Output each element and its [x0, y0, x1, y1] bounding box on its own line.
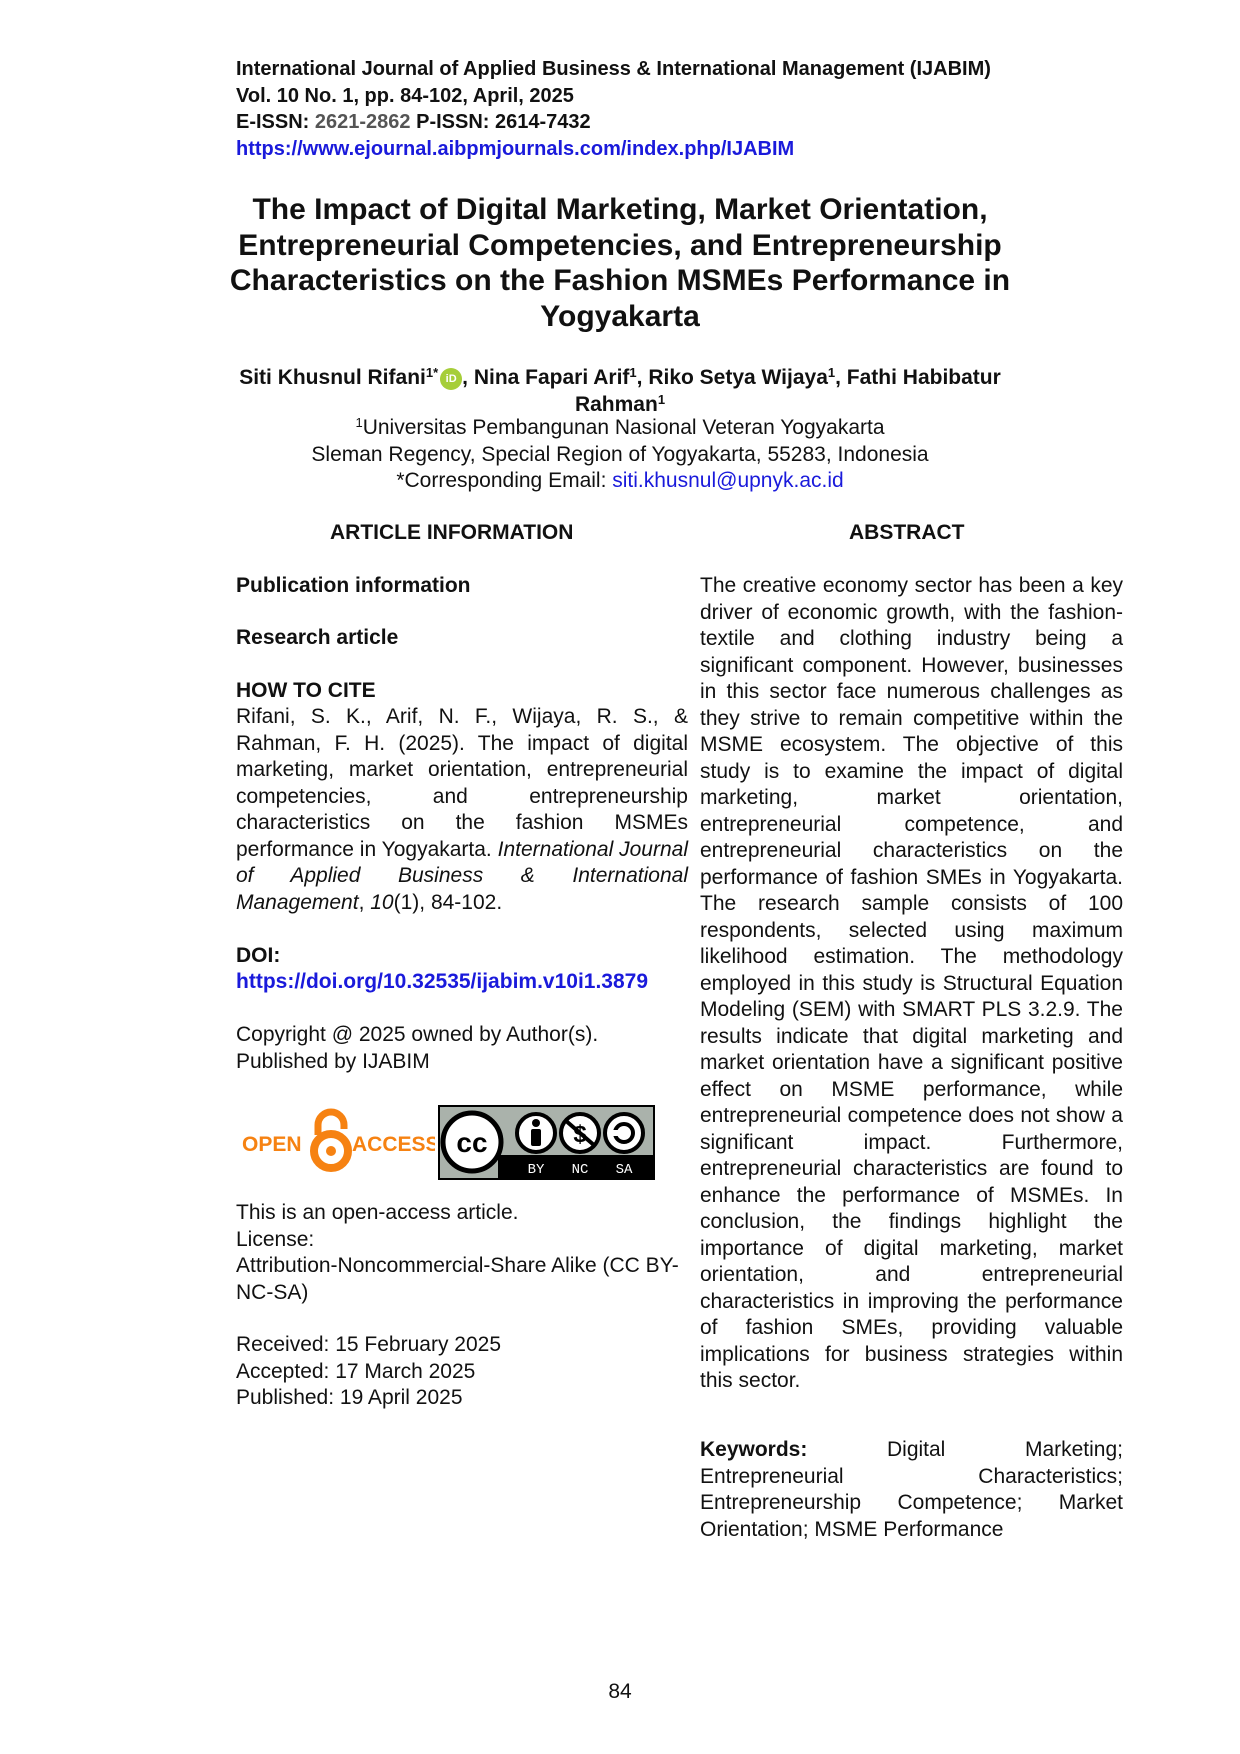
- university: 1Universitas Pembangunan Nasional Vetera…: [220, 415, 1020, 442]
- cc-label-nc: NC: [572, 1162, 589, 1178]
- author-3-sup: 1: [827, 365, 836, 380]
- author-2: , Nina Fapari Arif: [462, 366, 630, 389]
- citation-text: Rifani, S. K., Arif, N. F., Wijaya, R. S…: [236, 704, 688, 916]
- cc-label-sa: SA: [616, 1162, 633, 1178]
- address: Sleman Regency, Special Region of Yogyak…: [311, 442, 929, 466]
- citation-journal: International Journal of Applied Busines…: [236, 837, 688, 914]
- cc-by-nc-sa-badge[interactable]: cc $ BY NC SA: [438, 1105, 655, 1180]
- author-3: , Riko Setya Wijaya: [636, 366, 828, 389]
- issn-line: E-ISSN: 2621-2862 P-ISSN: 2614-7432: [236, 109, 991, 136]
- eissn-value: 2621-2862: [314, 111, 411, 133]
- citation-body: Rifani, S. K., Arif, N. F., Wijaya, R. S…: [236, 705, 688, 861]
- published-date: Published: 19 April 2025: [236, 1386, 463, 1409]
- orcid-icon[interactable]: iD: [440, 368, 463, 390]
- open-access-statement: This is an open-access article.: [236, 1201, 519, 1224]
- svg-text:cc: cc: [456, 1127, 487, 1158]
- article-type: Research article: [236, 626, 399, 649]
- abstract-text: The creative economy sector has been a k…: [700, 574, 1123, 1392]
- accepted-date: Accepted: 17 March 2025: [236, 1359, 476, 1383]
- open-access-access-text: ACCESS: [352, 1133, 435, 1156]
- page-number: 84: [608, 1680, 632, 1703]
- journal-header: International Journal of Applied Busines…: [236, 56, 991, 162]
- open-access-open-text: OPEN: [242, 1133, 302, 1156]
- affiliation-block: 1Universitas Pembangunan Nasional Vetera…: [220, 415, 1020, 495]
- citation-issue-pages: (1), 84-102.: [393, 890, 503, 914]
- license-name: Attribution-Noncommercial-Share Alike (C…: [236, 1254, 679, 1304]
- author-4: , Fathi Habibatur Rahman: [574, 366, 1001, 416]
- citation-comma: ,: [358, 890, 371, 914]
- nc-dollar-icon: $: [559, 1112, 601, 1154]
- email-link[interactable]: siti.khusnul@upnyk.ac.id: [612, 469, 844, 492]
- paper-title: The Impact of Digital Marketing, Market …: [229, 193, 1011, 333]
- author-1-sup: 1*: [425, 365, 439, 380]
- how-to-cite-heading: HOW TO CITE: [236, 679, 376, 702]
- open-access-logo: OPEN ACCESS: [240, 1105, 440, 1175]
- citation-volume: 10: [370, 890, 394, 914]
- author-1: Siti Khusnul Rifani: [239, 366, 426, 389]
- journal-name: International Journal of Applied Busines…: [236, 58, 991, 80]
- pissn: P-ISSN: 2614-7432: [410, 111, 591, 133]
- university-name: Universitas Pembangunan Nasional Veteran…: [362, 416, 885, 439]
- keywords: Keywords: Digital Marketing; Entrepreneu…: [700, 1437, 1123, 1543]
- received-date: Received: 15 February 2025: [236, 1333, 501, 1356]
- copyright: Copyright @ 2025 owned by Author(s). Pub…: [236, 1023, 599, 1073]
- author-2-sup: 1: [629, 365, 637, 380]
- volume-info: Vol. 10 No. 1, pp. 84-102, April, 2025: [236, 84, 574, 107]
- keywords-label: Keywords:: [700, 1438, 808, 1461]
- journal-url-link[interactable]: https://www.ejournal.aibpmjournals.com/i…: [236, 137, 795, 160]
- eissn-label: E-ISSN:: [236, 111, 315, 133]
- cc-icon: cc: [440, 1110, 504, 1174]
- abstract-heading: ABSTRACT: [849, 521, 965, 544]
- cc-label-by: BY: [528, 1162, 545, 1178]
- doi-link[interactable]: https://doi.org/10.32535/ijabim.v10i1.38…: [236, 970, 649, 993]
- email-label: *Corresponding Email:: [396, 469, 613, 492]
- license-block: This is an open-access article. License:…: [236, 1200, 688, 1306]
- open-lock-icon: [310, 1108, 352, 1172]
- article-info-heading: ARTICLE INFORMATION: [330, 521, 574, 544]
- by-person-icon: [515, 1112, 557, 1154]
- email-line: *Corresponding Email: siti.khusnul@upnyk…: [220, 468, 1020, 495]
- keywords-list: Digital Marketing; Entrepreneurial Chara…: [700, 1438, 1123, 1541]
- doi-label: DOI:: [236, 944, 281, 967]
- sa-share-alike-icon: [603, 1112, 645, 1154]
- publication-info-label: Publication information: [236, 574, 471, 597]
- affiliation-sup: 1: [355, 415, 363, 430]
- license-label: License:: [236, 1227, 315, 1251]
- dates-block: Received: 15 February 2025 Accepted: 17 …: [236, 1332, 688, 1412]
- author-4-sup: 1: [657, 392, 666, 407]
- author-list: Siti Khusnul Rifani1*iD, Nina Fapari Ari…: [220, 364, 1020, 418]
